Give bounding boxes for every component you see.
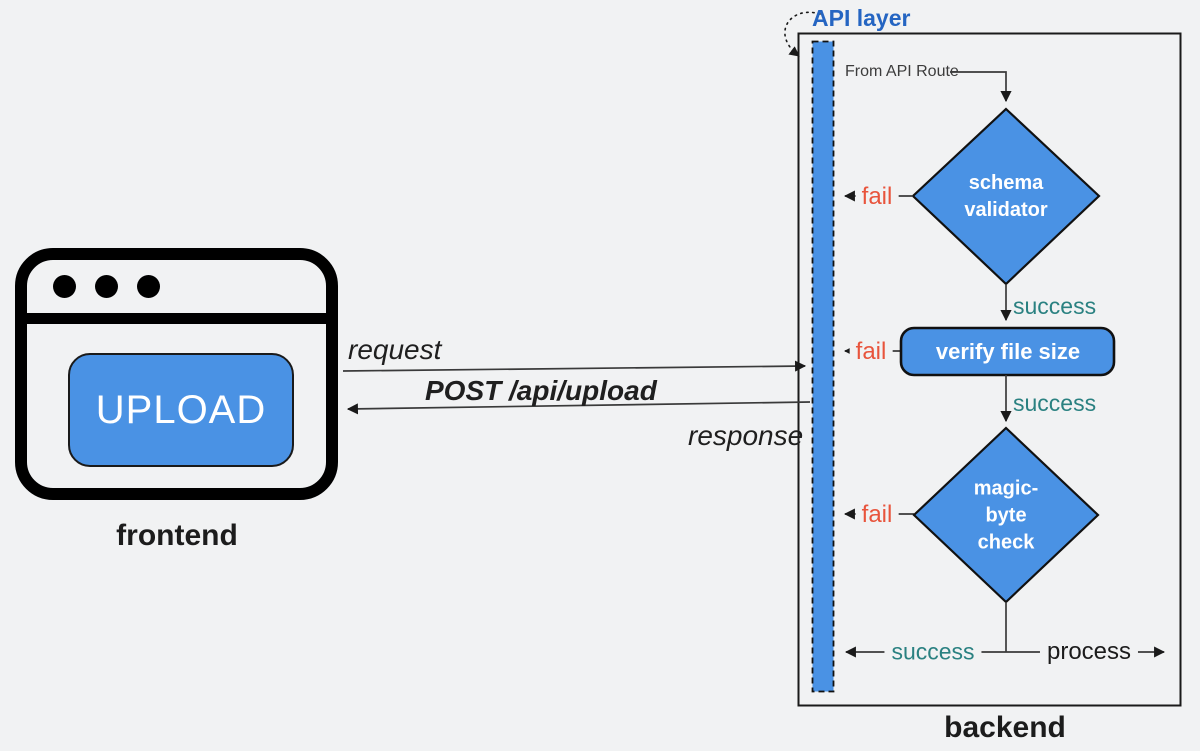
window-dot-icon [95, 275, 118, 298]
from-api-route-line [950, 71, 1012, 103]
from-api-route-label: From API Route [845, 63, 959, 80]
window-dot-icon [53, 275, 76, 298]
success-label-1: success [1013, 293, 1097, 319]
api-layer-callout-arrow [784, 11, 821, 57]
schema-validator-label: schema validator [964, 172, 1048, 221]
process-label: process [1039, 638, 1139, 666]
success-label-bottom: success [884, 638, 982, 666]
fail-label-3: fail [855, 501, 899, 529]
upload-button: UPLOAD [68, 353, 294, 467]
magic-byte-check-label: magic- byte check [973, 477, 1039, 554]
request-label: request [348, 334, 442, 365]
api-layer-bar [811, 40, 835, 693]
request-arrow [342, 360, 807, 372]
window-dot-icon [137, 275, 160, 298]
post-api-upload-label: POST /api/upload [425, 375, 657, 406]
backend-label: backend [944, 711, 1066, 744]
success-label-2: success [1013, 390, 1097, 416]
api-layer-label: API layer [812, 5, 911, 31]
browser-titlebar [27, 260, 326, 324]
fail-label-1: fail [855, 183, 899, 211]
response-arrow [346, 401, 811, 415]
verify-file-size-label: verify file size [935, 339, 1081, 364]
verify-file-size-shape [899, 326, 1116, 377]
frontend-label: frontend [116, 519, 238, 552]
response-label: response [688, 420, 804, 451]
browser-window: UPLOAD [15, 248, 338, 500]
fail-label-2: fail [849, 338, 893, 366]
